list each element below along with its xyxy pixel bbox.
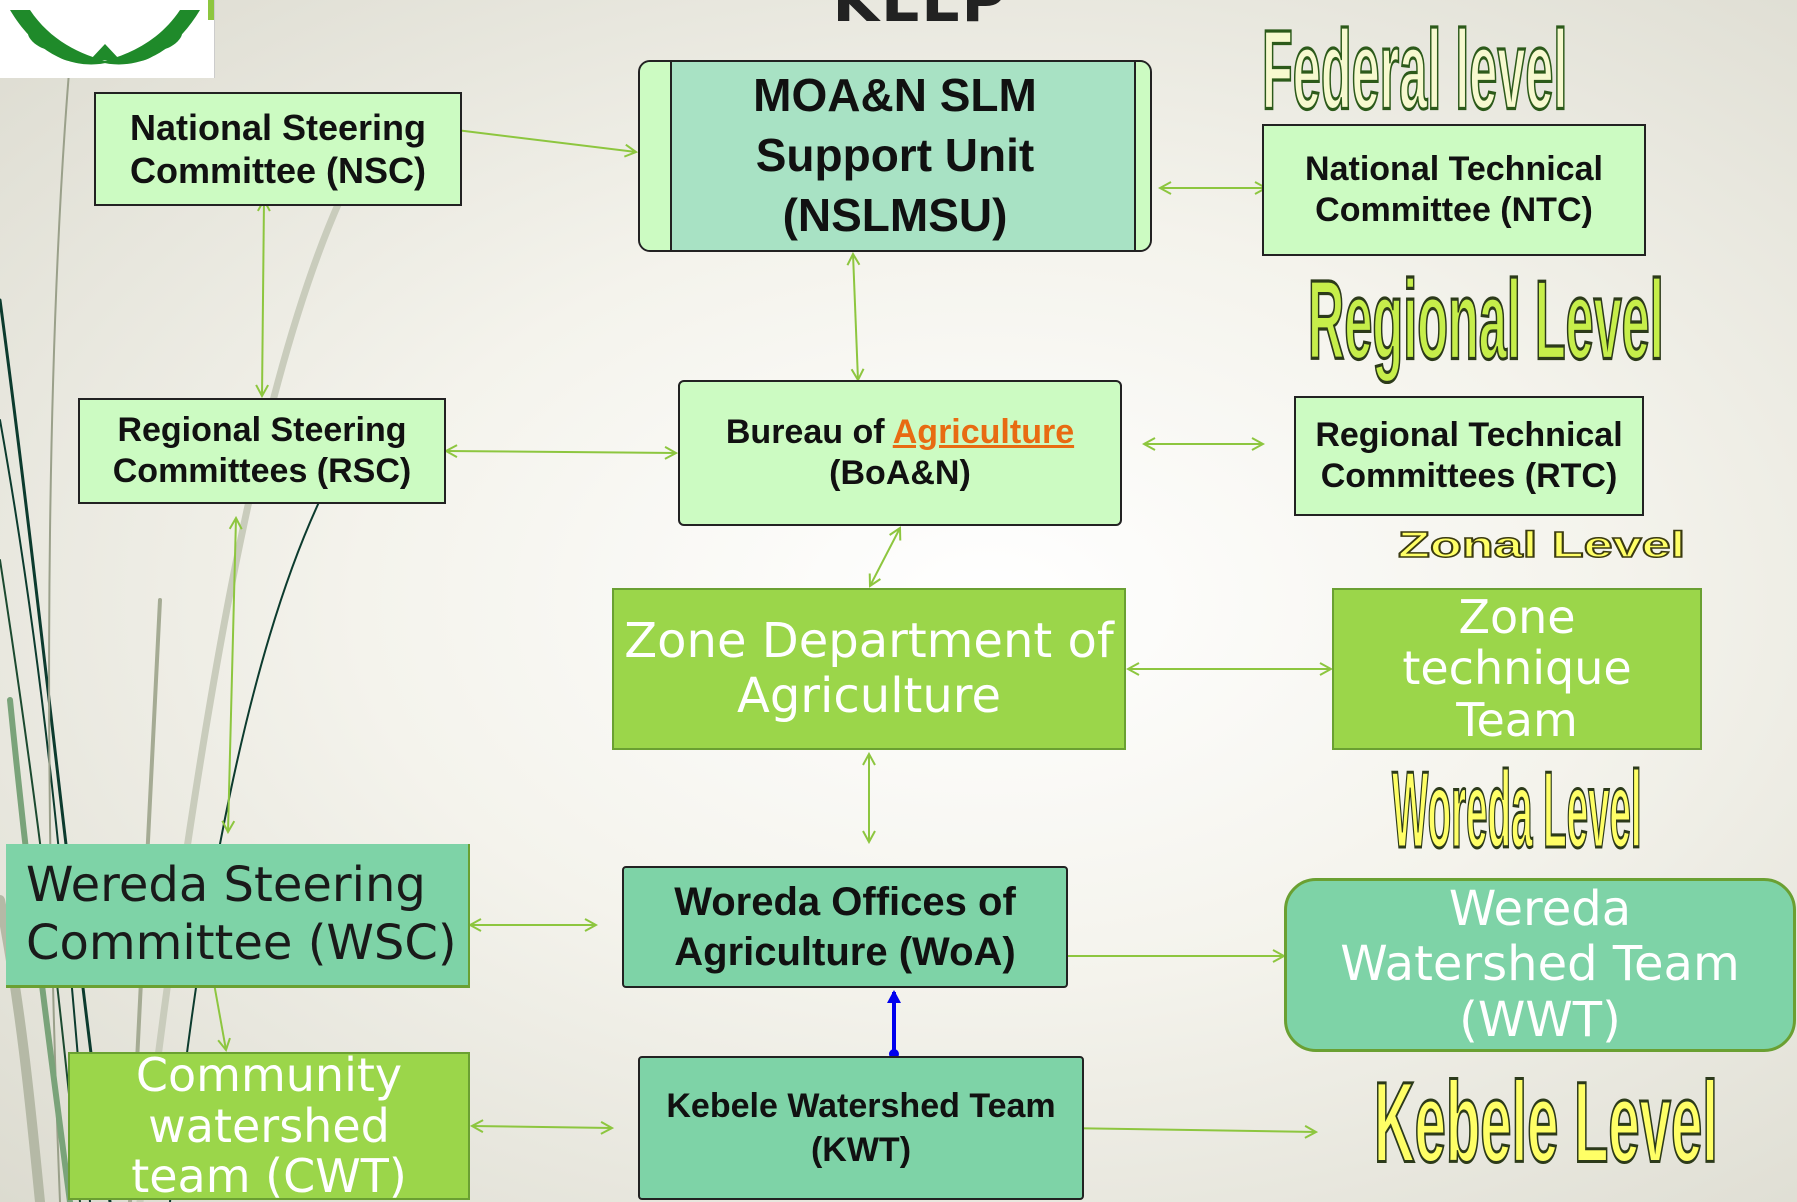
node-woa: Woreda Offices of Agriculture (WoA) <box>622 866 1068 988</box>
node-boa-line2: (BoA&N) <box>829 454 971 492</box>
arrow-nslmsu-boa <box>853 254 858 380</box>
node-nsc: National Steering Committee (NSC) <box>94 92 462 206</box>
level-label-kebele: Kebele Level <box>1373 1058 1718 1189</box>
node-kwt-line2: (KWT) <box>810 1131 912 1169</box>
node-cwt-line3: team (CWT) <box>131 1149 407 1200</box>
node-nslmsu-line2: Support Unit <box>755 129 1035 182</box>
node-rtc: Regional Technical Committees (RTC) <box>1294 396 1644 516</box>
arrow-nsc-nslmsu <box>440 128 636 152</box>
node-rsc-line1: Regional Steering <box>117 411 407 450</box>
node-rsc: Regional Steering Committees (RSC) <box>78 398 446 504</box>
node-nslmsu-line3: (NSLMSU) <box>782 188 1008 241</box>
node-wwt-line2: Watershed Team <box>1340 936 1740 993</box>
node-woa-line2: Agriculture (WoA) <box>674 930 1016 974</box>
arrow-kwt-woa-blue <box>887 990 901 1059</box>
level-label-zonal: Zonal Level <box>1397 523 1686 566</box>
node-kwt-line1: Kebele Watershed Team <box>666 1086 1056 1125</box>
node-nslmsu: MOA&N SLM Support Unit (NSLMSU) <box>638 60 1152 252</box>
node-wsc-line2: Committee (WSC) <box>26 914 457 971</box>
laurel-emblem-icon <box>10 0 214 65</box>
node-cwt: Community watershed team (CWT) <box>68 1052 470 1200</box>
level-label-woreda: Woreda Level <box>1391 748 1642 872</box>
node-kwt: Kebele Watershed Team (KWT) <box>638 1056 1084 1200</box>
node-boa-prefix: Bureau of <box>725 413 893 452</box>
node-ztt-line1: Zone <box>1458 589 1576 644</box>
node-ntc-line1: National Technical <box>1305 150 1603 189</box>
node-wwt-line3: (WWT) <box>1459 991 1621 1048</box>
node-rsc-line2: Committees (RSC) <box>112 452 412 490</box>
node-ntc-line2: Committee (NTC) <box>1315 191 1593 229</box>
node-wwt-line1: Wereda <box>1448 881 1632 938</box>
node-cwt-line1: Community <box>135 1052 403 1103</box>
node-ztt-line3: Team <box>1456 692 1578 747</box>
arrow-rsc-wsc <box>228 518 236 832</box>
node-zda-line2: Agriculture <box>737 668 1001 724</box>
scroll-left-edge <box>640 62 672 250</box>
node-wwt: Wereda Watershed Team (WWT) <box>1284 878 1796 1052</box>
node-wsc-line1: Wereda Steering <box>26 856 426 913</box>
node-nsc-line1: National Steering <box>129 106 427 148</box>
background-swooshes <box>0 59 344 1202</box>
arrow-cwt-kwt <box>472 1126 612 1128</box>
node-boa: Bureau of Agriculture (BoA&N) <box>678 380 1122 526</box>
node-woa-line1: Woreda Offices of <box>674 880 1016 924</box>
page-title-fragment: KLLP <box>832 0 1008 36</box>
agriculture-link[interactable]: Agriculture <box>892 413 1075 452</box>
arrow-kwt-kebele <box>1062 1128 1316 1132</box>
node-ntc: National Technical Committee (NTC) <box>1262 124 1646 256</box>
node-rtc-line2: Committees (RTC) <box>1320 457 1618 495</box>
connector-arrows <box>207 128 1331 1132</box>
node-wsc: Wereda Steering Committee (WSC) <box>6 844 470 988</box>
level-label-regional: Regional Level <box>1307 256 1664 384</box>
logo <box>0 0 215 78</box>
node-rtc-line1: Regional Technical <box>1315 416 1623 455</box>
node-cwt-line2: watershed <box>148 1098 390 1153</box>
arrow-rsc-boa <box>446 451 676 453</box>
node-nslmsu-line1: MOA&N SLM <box>753 69 1037 122</box>
node-zda-line1: Zone Department of <box>624 612 1114 669</box>
node-zda: Zone Department of Agriculture <box>612 588 1126 750</box>
arrow-nsc-rsc <box>262 200 264 396</box>
node-nsc-line2: Committee (NSC) <box>129 150 426 191</box>
scroll-right-edge <box>1134 62 1150 250</box>
node-ztt: Zone technique Team <box>1332 588 1702 750</box>
arrow-boa-zda <box>870 528 900 586</box>
level-label-federal: Federal level <box>1261 6 1568 134</box>
node-ztt-line2: technique <box>1402 641 1632 696</box>
